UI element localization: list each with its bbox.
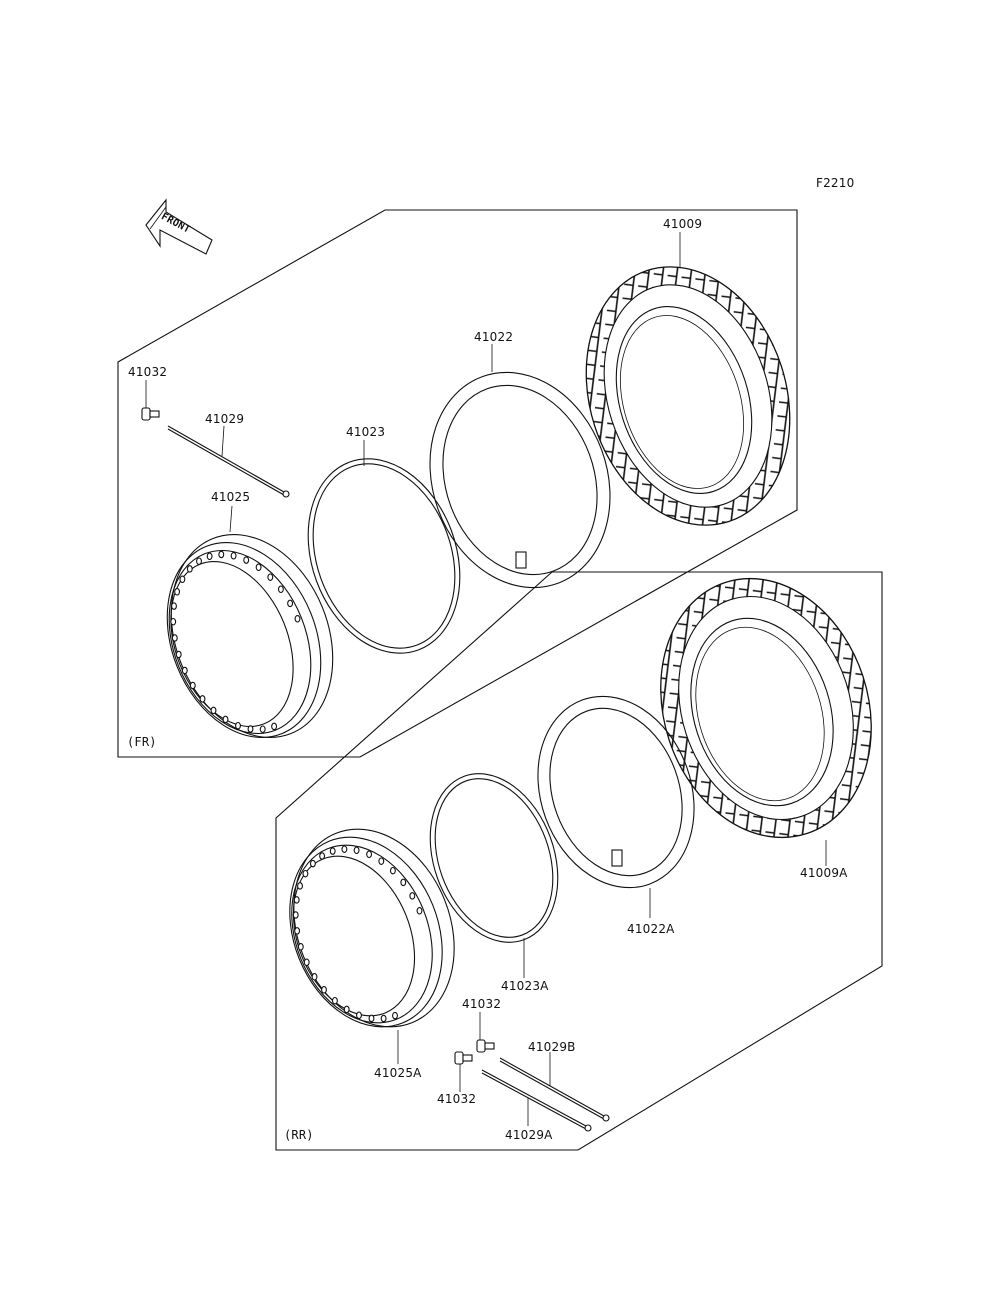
spoke-hole xyxy=(235,721,241,730)
front-tire-label: 41009 xyxy=(663,217,703,231)
spoke-hole xyxy=(297,882,303,890)
rear-spoke-a-label: 41029A xyxy=(505,1128,553,1142)
spoke-hole xyxy=(392,1011,398,1020)
spoke-hole xyxy=(400,878,407,887)
spoke-hole xyxy=(243,556,250,564)
spoke-hole xyxy=(210,706,217,715)
spoke-hole xyxy=(271,722,278,731)
rear-rim xyxy=(289,828,455,1028)
spoke-hole xyxy=(311,973,318,981)
valve-stem-icon xyxy=(611,849,623,867)
spoke-hole xyxy=(380,1014,387,1023)
front-bolt-icon xyxy=(141,407,160,421)
spoke-hole xyxy=(186,565,193,573)
spoke-hole xyxy=(230,552,237,560)
rear-rim-spoke-holes xyxy=(292,845,423,1023)
front-tire xyxy=(585,266,791,526)
rear-leader-lines xyxy=(397,840,827,1126)
spoke-hole xyxy=(287,599,294,608)
front-rim xyxy=(166,534,334,739)
spoke-hole xyxy=(409,892,416,900)
spoke-hole xyxy=(277,585,284,594)
spoke-hole xyxy=(294,927,301,935)
rear-spoke-b-label: 41029B xyxy=(528,1040,576,1054)
spoke-hole xyxy=(297,943,304,951)
spoke-hole xyxy=(368,1014,375,1023)
front-rim-spoke-holes xyxy=(170,550,301,733)
spoke-hole xyxy=(267,573,274,581)
spoke-hole xyxy=(170,617,177,626)
front-leader-lines xyxy=(145,232,681,533)
front-tube xyxy=(429,371,611,589)
rear-rim-band-label: 41023A xyxy=(501,979,549,993)
rear-section-frame xyxy=(275,571,883,1151)
front-tube-label: 41022 xyxy=(474,330,514,344)
spoke-hole xyxy=(222,715,229,724)
spoke-hole xyxy=(319,852,326,860)
spoke-hole xyxy=(321,986,327,994)
front-arrow-icon xyxy=(145,198,213,255)
spoke-hole xyxy=(255,563,262,572)
spoke-hole xyxy=(331,996,338,1005)
front-rim-band xyxy=(307,458,461,654)
spoke-hole xyxy=(341,845,348,853)
spoke-hole xyxy=(294,615,301,623)
spoke-hole xyxy=(292,911,299,919)
front-rim-label: 41025 xyxy=(211,490,251,504)
spoke-hole xyxy=(329,847,336,855)
spoke-hole xyxy=(353,846,360,855)
rear-rim-band xyxy=(429,773,559,943)
rear-tube-label: 41022A xyxy=(627,922,675,936)
figure-code: F2210 xyxy=(816,176,855,190)
spoke-hole xyxy=(356,1011,362,1020)
spoke-hole xyxy=(303,958,310,967)
front-section-frame xyxy=(117,209,798,758)
spoke-hole xyxy=(247,725,254,733)
spoke-hole xyxy=(175,650,182,659)
spoke-hole xyxy=(206,552,213,561)
rear-bolt-lower-icon xyxy=(454,1051,473,1065)
spoke-hole xyxy=(389,866,396,875)
front-bolt-label: 41032 xyxy=(128,365,168,379)
front-spoke xyxy=(167,425,290,498)
spoke-hole xyxy=(293,896,300,904)
spoke-hole xyxy=(309,859,316,868)
rear-bolt-upper-label: 41032 xyxy=(462,997,502,1011)
rear-rim-label: 41025A xyxy=(374,1066,422,1080)
rear-tire xyxy=(660,577,872,839)
spoke-hole xyxy=(416,907,423,915)
spoke-hole xyxy=(189,681,196,690)
spoke-hole xyxy=(171,602,177,610)
spoke-hole xyxy=(196,557,202,565)
spoke-hole xyxy=(378,857,385,865)
spoke-hole xyxy=(174,588,181,596)
rear-bolt-upper-icon xyxy=(476,1039,495,1053)
front-spoke-label: 41029 xyxy=(205,412,245,426)
rear-bolt-lower-label: 41032 xyxy=(437,1092,477,1106)
rear-tube xyxy=(537,695,695,889)
spoke-hole xyxy=(179,575,186,584)
spoke-hole xyxy=(302,869,309,878)
valve-stem-icon xyxy=(515,551,527,569)
spoke-hole xyxy=(366,850,373,859)
spoke-hole xyxy=(218,550,225,559)
spoke-hole xyxy=(181,666,188,675)
spoke-hole xyxy=(199,695,206,703)
rear-section-tag: (RR) xyxy=(284,1128,314,1142)
front-rim-band-label: 41023 xyxy=(346,425,386,439)
rear-spoke-a xyxy=(481,1069,592,1132)
rear-spoke-b xyxy=(499,1057,610,1122)
front-section-tag: (FR) xyxy=(127,735,157,749)
spoke-hole xyxy=(259,725,266,733)
spoke-hole xyxy=(343,1005,350,1014)
rear-tire-label: 41009A xyxy=(800,866,848,880)
spoke-hole xyxy=(171,634,178,642)
